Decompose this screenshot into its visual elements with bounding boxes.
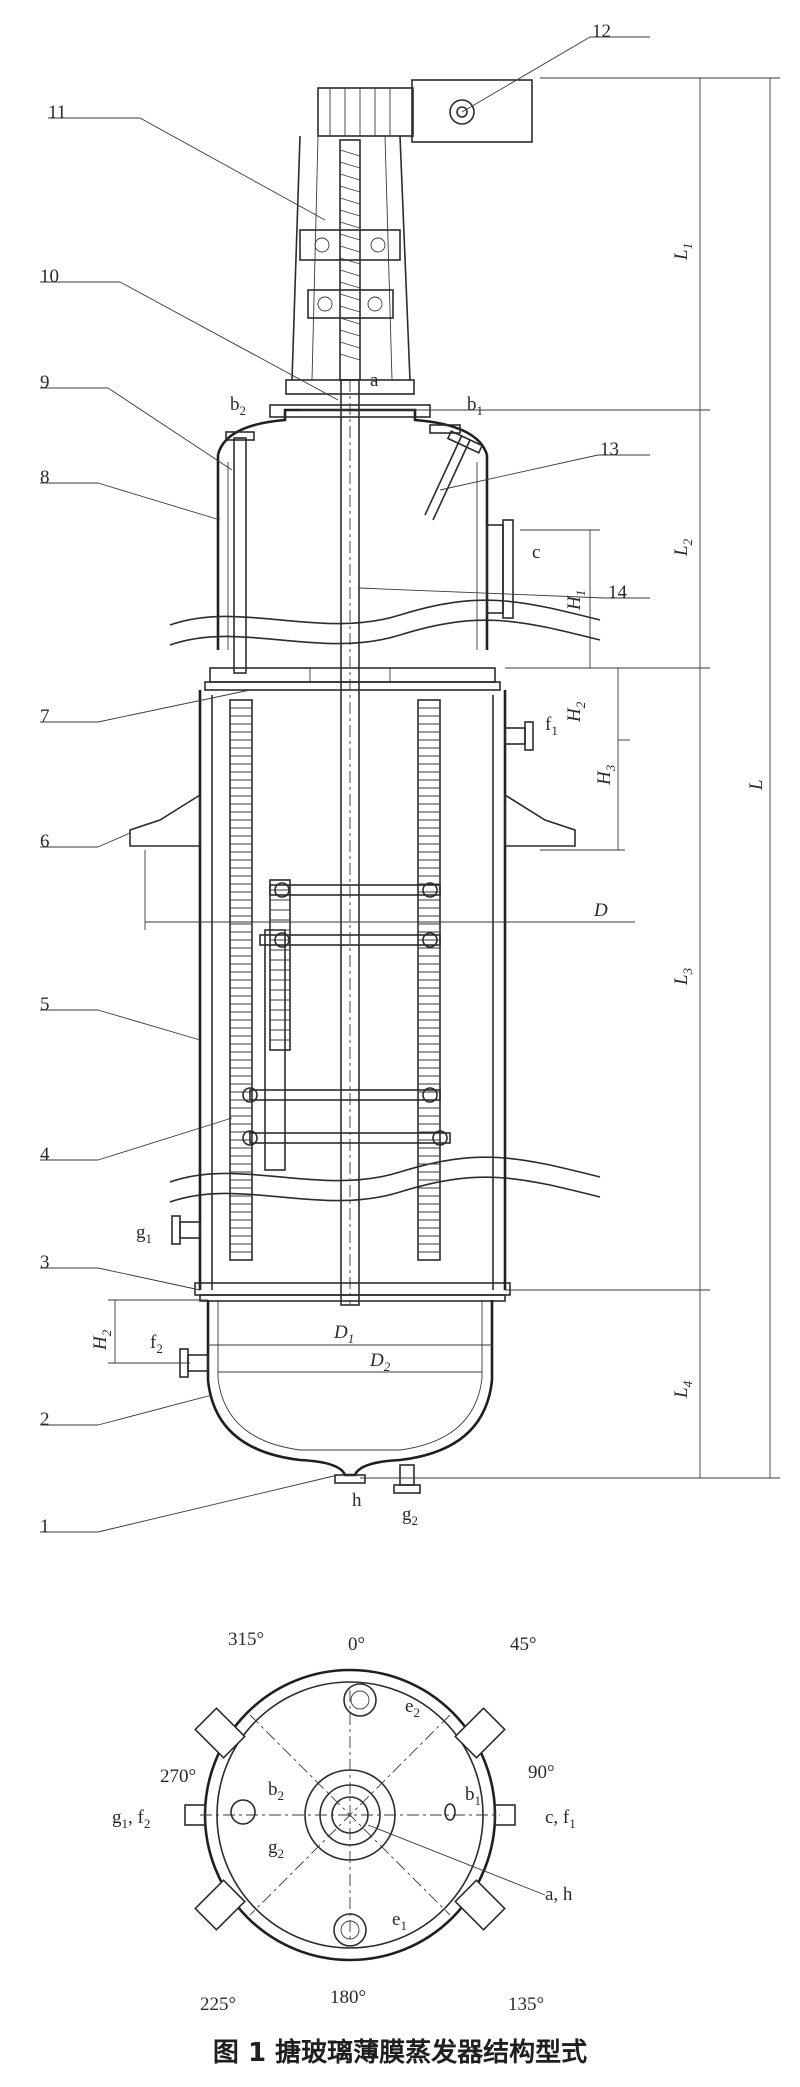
part-number-1: 1 — [40, 1516, 50, 1537]
nozzle-label-h: h — [352, 1490, 362, 1511]
leader-lines — [40, 36, 650, 1533]
elevation-view: 1 2 3 4 5 6 7 8 9 10 11 12 13 14 a b2 b1… — [40, 21, 780, 1537]
angle-90: 90° — [528, 1762, 555, 1783]
dim-D: D — [593, 900, 608, 921]
dimension-lines — [108, 77, 780, 1479]
angle-45: 45° — [510, 1634, 537, 1655]
nozzle-label-c: c — [532, 542, 540, 563]
dim-D2: D2 — [369, 1350, 391, 1374]
dim-H1: H1 — [564, 590, 588, 611]
part-number-2: 2 — [40, 1409, 50, 1430]
part-number-11: 11 — [48, 102, 66, 123]
label-e2: e2 — [405, 1696, 420, 1720]
nozzle-label-f2: f2 — [150, 1332, 163, 1356]
part-number-5: 5 — [40, 994, 50, 1015]
rotor-blades — [229, 699, 451, 1261]
dim-H3: H3 — [594, 764, 618, 786]
dim-H2-bottom: H2 — [90, 1329, 114, 1351]
dim-L1: L1 — [671, 243, 695, 261]
dim-L3: L3 — [671, 967, 695, 986]
label-e1: e1 — [392, 1909, 407, 1933]
figure-caption: 图 1 搪玻璃薄膜蒸发器结构型式 — [212, 2038, 588, 2068]
angle-135: 135° — [508, 1994, 544, 2015]
nozzle-label-a: a — [370, 370, 379, 391]
angle-0: 0° — [348, 1634, 365, 1655]
angle-225: 225° — [200, 1994, 236, 2015]
dim-L2: L2 — [671, 538, 695, 557]
nozzle-labels: a b2 b1 c f1 g1 f2 g2 h — [136, 370, 558, 1528]
label-g2: g2 — [268, 1837, 284, 1861]
dim-H2: H2 — [564, 701, 588, 723]
part-number-4: 4 — [40, 1144, 50, 1165]
part-number-7: 7 — [40, 706, 50, 727]
plan-view-labels: 0° 45° 90° 135° 180° 225° 270° 315° e2 e… — [112, 1629, 576, 2015]
part-number-3: 3 — [40, 1252, 50, 1273]
part-number-9: 9 — [40, 372, 50, 393]
bottom-head — [206, 1300, 494, 1477]
label-b2: b2 — [268, 1779, 284, 1803]
dim-L: L — [746, 779, 767, 791]
part-number-8: 8 — [40, 467, 50, 488]
label-g1-f2: g1, f2 — [112, 1807, 150, 1831]
nozzle-label-f1: f1 — [545, 714, 558, 738]
dimension-labels: L1 L2 L3 L4 L H1 H2 H3 H2 D D1 D2 — [90, 243, 767, 1399]
label-a-h: a, h — [545, 1884, 573, 1905]
part-number-6: 6 — [40, 831, 50, 852]
angle-315: 315° — [228, 1629, 264, 1650]
part-number-12: 12 — [592, 21, 611, 42]
part-number-14: 14 — [608, 582, 628, 603]
part-number-10: 10 — [40, 266, 59, 287]
nozzle-label-g2: g2 — [402, 1504, 418, 1528]
label-c-f1: c, f1 — [545, 1807, 576, 1831]
angle-270: 270° — [160, 1766, 196, 1787]
dim-D1: D1 — [333, 1322, 354, 1346]
angle-180: 180° — [330, 1987, 366, 2008]
motor-drive — [317, 79, 533, 143]
part-number-13: 13 — [600, 439, 619, 460]
part-numbers: 1 2 3 4 5 6 7 8 9 10 11 12 13 14 — [40, 21, 628, 1537]
nozzle-label-b2: b2 — [230, 394, 246, 418]
nozzle-label-g1: g1 — [136, 1222, 152, 1246]
label-b1: b1 — [465, 1784, 481, 1808]
nozzle-label-b1: b1 — [467, 394, 483, 418]
drive-housing — [285, 135, 415, 395]
plan-view: 0° 45° 90° 135° 180° 225° 270° 315° e2 e… — [112, 1629, 576, 2015]
dim-L4: L4 — [671, 1380, 695, 1399]
